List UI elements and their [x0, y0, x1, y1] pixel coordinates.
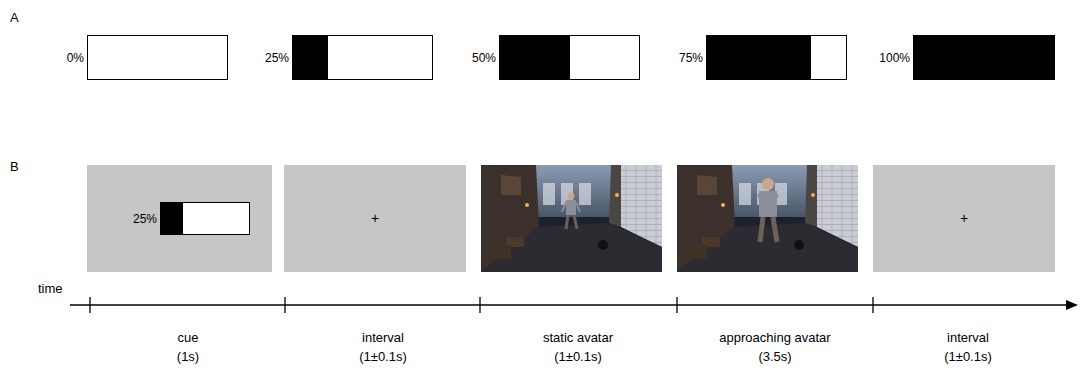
scene-approach [677, 165, 858, 272]
percent-label: 0% [67, 51, 84, 65]
percent-label: 25% [133, 212, 157, 226]
percent-label: 100% [879, 51, 910, 65]
bar-fill [707, 36, 811, 79]
phase-duration: (1±0.1s) [554, 350, 602, 364]
phase-name: approaching avatar [719, 331, 830, 345]
proportion-bar: 50% [499, 35, 640, 80]
bar-fill [161, 203, 183, 234]
percent-label: 50% [472, 51, 496, 65]
proportion-bar: 25% [292, 35, 433, 80]
phase-name: cue [178, 331, 199, 345]
panel-letter: A [10, 11, 19, 25]
phase-duration: (1s) [177, 350, 199, 364]
cue-screen [87, 165, 272, 272]
avatar-static [562, 193, 580, 230]
bar-fill [293, 36, 328, 79]
percent-label: 25% [265, 51, 289, 65]
panel-letter: B [10, 160, 19, 174]
axis-ticks [90, 297, 873, 313]
axis-label: time [38, 282, 63, 296]
phase-name: interval [947, 331, 989, 345]
fixation-screen [873, 165, 1055, 272]
phase-duration: (1±0.1s) [359, 350, 407, 364]
phase-duration: (3.5s) [758, 350, 791, 364]
axis-arrowhead [1066, 300, 1078, 310]
bar-fill [500, 36, 570, 79]
fixation-cross: + [371, 211, 379, 226]
phase-duration: (1±0.1s) [944, 350, 992, 364]
phase-name: static avatar [543, 331, 613, 345]
proportion-bar: 100% [913, 35, 1055, 80]
phase-name: interval [362, 331, 404, 345]
time-axis [70, 304, 1068, 305]
proportion-bar: 75% [706, 35, 847, 80]
scene-static [481, 165, 662, 272]
percent-label: 75% [679, 51, 703, 65]
fixation-screen [284, 165, 466, 272]
avatar-approaching [759, 178, 777, 242]
proportion-bar: 0% [87, 35, 228, 80]
bar-fill [914, 36, 1054, 79]
proportion-bar: 25% [160, 202, 250, 235]
fixation-cross: + [960, 211, 968, 226]
